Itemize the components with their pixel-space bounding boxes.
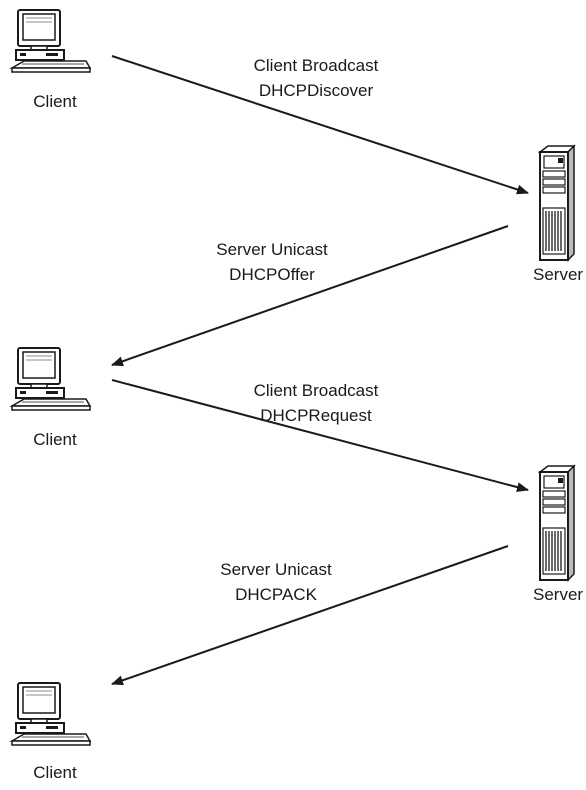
request-label-line2: DHCPRequest [260, 406, 372, 425]
client-1-label: Client [33, 92, 77, 111]
client-2-label: Client [33, 430, 77, 449]
server-2-label: Server [533, 585, 583, 604]
client-2-icon [11, 347, 91, 411]
request-arrow [111, 379, 529, 493]
ack-arrow [111, 545, 509, 686]
client-1-icon [11, 9, 91, 73]
client-3-label: Client [33, 763, 77, 782]
offer-arrow [111, 225, 509, 367]
discover-label-line2: DHCPDiscover [259, 81, 374, 100]
discover-label-line1: Client Broadcast [254, 56, 379, 75]
ack-label-line1: Server Unicast [220, 560, 332, 579]
server-2-icon [539, 465, 575, 581]
client-3-icon [11, 682, 91, 746]
offer-label-line1: Server Unicast [216, 240, 328, 259]
ack-label-line2: DHCPACK [235, 585, 318, 604]
server-1-label: Server [533, 265, 583, 284]
request-label-line1: Client Broadcast [254, 381, 379, 400]
discover-arrow [111, 55, 529, 195]
offer-label-line2: DHCPOffer [229, 265, 315, 284]
server-1-icon [539, 145, 575, 261]
